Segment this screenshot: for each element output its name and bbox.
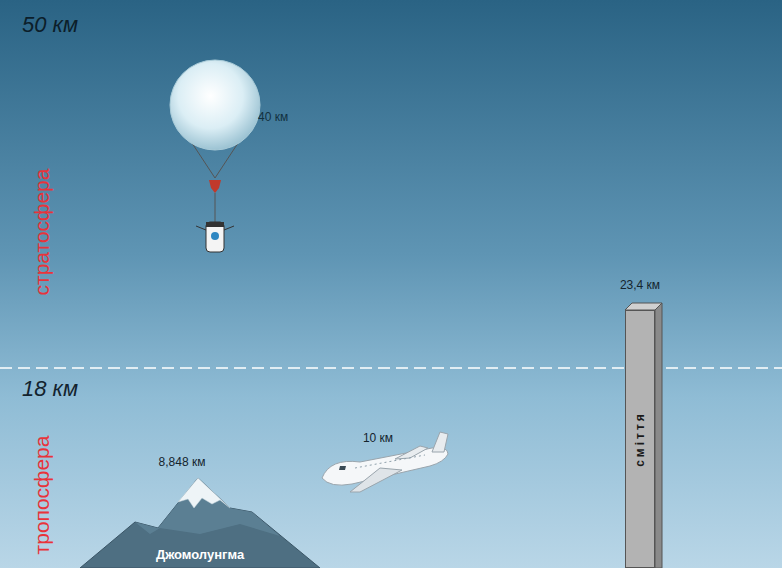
- altitude-label: 18 км: [22, 376, 78, 402]
- mountain-shape: Джомолунгма: [80, 474, 320, 568]
- altitude-label: 8,848 км: [159, 455, 206, 469]
- airplane: [322, 432, 448, 492]
- altitude-label: 50 км: [22, 12, 78, 38]
- mountain-name: Джомолунгма: [156, 547, 244, 562]
- garbage-pillar: сміття: [625, 310, 655, 568]
- pillar-label: сміття: [633, 411, 647, 467]
- tropopause-line: [0, 367, 782, 369]
- pillar-top: [625, 303, 662, 568]
- layer-label: стратосфера: [30, 169, 54, 296]
- altitude-label: 10 км: [363, 431, 393, 445]
- altitude-label: 23,4 км: [620, 278, 660, 292]
- altitude-label: 40 км: [258, 110, 288, 124]
- balloon: [170, 60, 260, 252]
- layer-label: тропосфера: [30, 436, 54, 555]
